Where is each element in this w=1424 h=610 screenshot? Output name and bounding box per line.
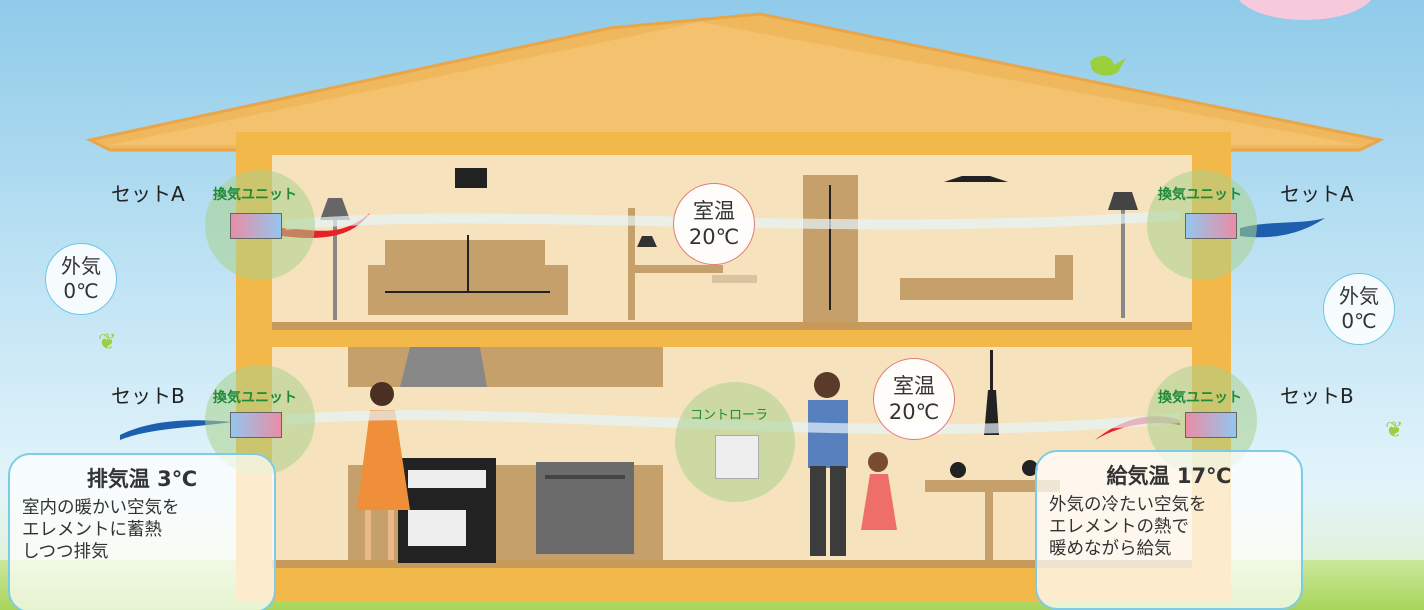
controller-icon [715,435,759,479]
outside-temp-right: 外気 0℃ [1323,273,1395,345]
unit-label-bottom-left: 換気ユニット [213,387,297,407]
supply-info-box: 給気温 17℃ 外気の冷たい空気を エレメントの熱で 暖めながら給気 [1035,450,1303,610]
bird-icon [1090,56,1126,76]
room-temp-value: 20℃ [874,399,954,425]
ventilation-unit-icon [1185,213,1237,239]
unit-label-bottom-right: 換気ユニット [1158,387,1242,407]
unit-label-top-right: 換気ユニット [1158,184,1242,204]
exhaust-line-3: しつつ排気 [22,541,262,563]
set-b-label-right: セットB [1280,380,1354,409]
outside-temp-value: 0℃ [1324,309,1394,334]
room-temp-lower: 室温 20℃ [873,358,955,440]
set-b-label-left: セットB [111,380,185,409]
exhaust-line-1: 室内の暖かい空気を [22,497,262,519]
ventilation-unit-icon [230,412,282,438]
exhaust-title: 排気温 3℃ [22,463,262,493]
exhaust-info-box: 排気温 3℃ 室内の暖かい空気を エレメントに蓄熱 しつつ排気 [8,453,276,610]
controller-label: コントローラ [690,404,768,423]
supply-line-3: 暖めながら給気 [1049,538,1289,560]
outside-temp-value: 0℃ [46,279,116,304]
outside-temp-label: 外気 [46,254,116,279]
person-man [808,400,848,468]
range-hood [400,347,487,387]
exhaust-line-2: エレメントに蓄熱 [22,519,262,541]
outside-temp-label: 外気 [1324,284,1394,309]
room-temp-label: 室温 [674,198,754,224]
ventilation-unit-icon [230,213,282,239]
kitchen-cabinets [348,347,663,387]
room-temp-upper: 室温 20℃ [673,183,755,265]
ventilation-unit-icon [1185,412,1237,438]
supply-title: 給気温 17℃ [1049,460,1289,490]
outside-temp-left: 外気 0℃ [45,243,117,315]
room-temp-value: 20℃ [674,224,754,250]
set-a-label-right: セットA [1280,178,1354,207]
butterfly-icon: ❦ [98,330,116,355]
supply-line-1: 外気の冷たい空気を [1049,494,1289,516]
supply-line-2: エレメントの熱で [1049,516,1289,538]
butterfly-icon: ❦ [1385,418,1403,443]
room-temp-label: 室温 [874,373,954,399]
set-a-label-left: セットA [111,178,185,207]
unit-label-top-left: 換気ユニット [213,184,297,204]
